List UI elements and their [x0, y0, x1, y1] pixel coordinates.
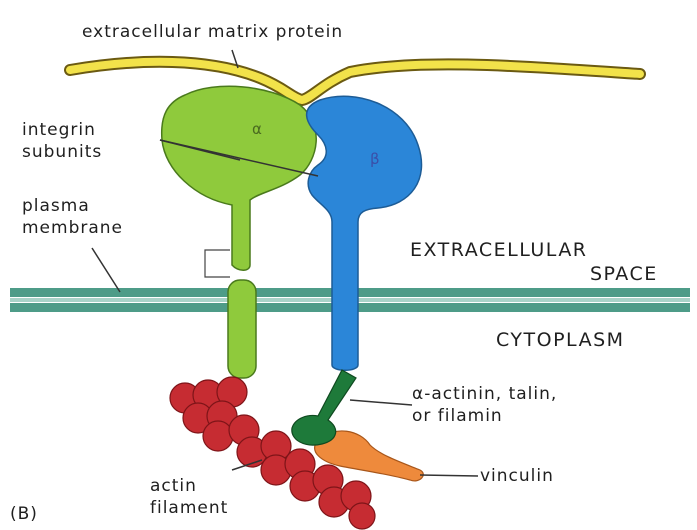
alpha-integrin-subunit	[162, 86, 317, 378]
beta-subunit-label: β	[370, 150, 380, 168]
vinculin-label: vinculin	[480, 466, 554, 486]
actin-label-line1: actin	[150, 476, 197, 496]
membrane-pointer	[92, 248, 120, 292]
cytoplasm-label: CYTOPLASM	[496, 330, 625, 350]
actin-label-line2: filament	[150, 498, 228, 518]
alpha-subunit-label: α	[252, 120, 262, 138]
beta-integrin-subunit	[307, 96, 422, 370]
membrane-span-bracket	[205, 250, 230, 277]
membrane-label-line2: membrane	[22, 218, 123, 238]
integrin-label-line2: subunits	[22, 142, 102, 162]
integrin-label-line1: integrin	[22, 120, 96, 140]
panel-label: (B)	[10, 504, 38, 524]
linker-label-line1: α-actinin, talin,	[412, 384, 557, 404]
ecm-protein-label: extracellular matrix protein	[82, 22, 343, 42]
linker-pointer	[350, 400, 412, 405]
extracellular-label-line1: EXTRACELLULAR	[410, 240, 588, 260]
extracellular-label-line2: SPACE	[590, 264, 658, 284]
linker-label-line2: or filamin	[412, 406, 503, 426]
vinculin-pointer	[420, 475, 478, 476]
membrane-label-line1: plasma	[22, 196, 90, 216]
